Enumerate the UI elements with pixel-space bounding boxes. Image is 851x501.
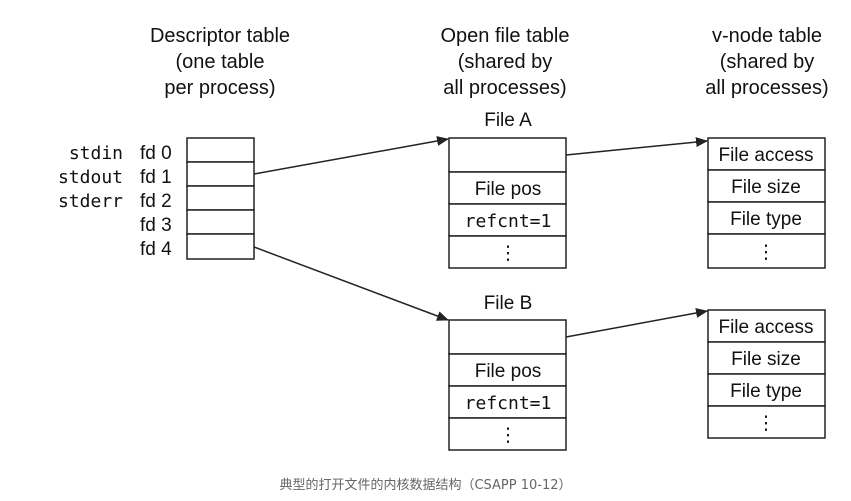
fd3-label: fd 3 [140,215,172,236]
file-a-entry: File A File pos refcnt=1 ⋮ [448,110,567,269]
vnode-a-size: File size [731,177,801,198]
vnode-b-type: File type [730,381,802,402]
file-b-refcnt-text: refcnt=1 [465,393,552,414]
vnode-header-line-2: (shared by [720,51,815,73]
vnode-b-size: File size [731,349,801,370]
arrow-fd4-to-file-b [253,246,449,321]
file-a-row-more [448,235,567,269]
fd4-label: fd 4 [140,239,172,260]
fd2-slot [186,185,255,211]
descriptor-header-line-1: Descriptor table [150,25,290,47]
arrow-file-a-to-vnode-a [565,137,708,156]
figure-caption: 典型的打开文件的内核数据结构（CSAPP 10-12） [279,478,572,493]
vnode-a-type: File type [730,209,802,230]
vnode-b-size-cell [707,341,826,375]
vnode-b-entry: File access File size File type ⋮ [707,309,826,439]
vnode-a-more-cell [707,233,826,269]
vnode-table-header: v-node table (shared by all processes) [705,25,828,99]
fd0-slot [186,137,255,163]
open-file-header-line-2: (shared by [458,51,553,73]
open-file-table-header: Open file table (shared by all processes… [441,25,570,99]
arrow-fd1-to-file-a [253,136,449,175]
fd3-slot [186,209,255,235]
file-b-entry: File B File pos refcnt=1 ⋮ [448,293,567,451]
stderr-label: stderr [58,191,123,212]
vnode-b-access: File access [718,317,813,338]
file-a-row-refcnt [448,203,567,237]
file-b-row-0 [448,319,567,355]
file-a-title: File A [484,110,532,131]
file-b-pos-text: File pos [475,361,542,382]
vnode-a-access: File access [718,145,813,166]
vnode-b-ellipsis: ⋮ [757,413,776,434]
vnode-b-more-cell [707,405,826,439]
open-file-header-line-3: all processes) [443,77,566,99]
descriptor-header-line-2: (one table [176,51,265,73]
vnode-header-line-1: v-node table [712,25,822,47]
vnode-a-entry: File access File size File type ⋮ [707,137,826,269]
fd1-slot [186,161,255,187]
file-a-ellipsis: ⋮ [499,243,518,264]
fd4-slot [186,233,255,260]
fd2-label: fd 2 [140,191,172,212]
file-b-ellipsis: ⋮ [499,425,518,446]
file-a-refcnt-text: refcnt=1 [465,211,552,232]
file-a-pos-text: File pos [475,179,542,200]
descriptor-table: stdin stdout stderr fd 0 fd 1 fd 2 fd 3 … [58,137,255,260]
file-b-title: File B [484,293,533,314]
file-b-row-pos [448,353,567,387]
stdout-label: stdout [58,167,123,188]
open-file-header-line-1: Open file table [441,25,570,47]
vnode-a-ellipsis: ⋮ [757,242,776,263]
file-b-row-more [448,417,567,451]
fd1-label: fd 1 [140,167,172,188]
fd0-label: fd 0 [140,143,172,164]
vnode-header-line-3: all processes) [705,77,828,99]
stdin-label: stdin [69,143,123,164]
vnode-b-access-cell [707,309,826,343]
descriptor-header-line-3: per process) [164,77,275,99]
descriptor-table-header: Descriptor table (one table per process) [150,25,290,99]
file-a-row-0 [448,137,567,173]
arrow-file-b-to-vnode-b [565,308,708,338]
vnode-a-size-cell [707,169,826,203]
file-a-row-pos [448,171,567,205]
